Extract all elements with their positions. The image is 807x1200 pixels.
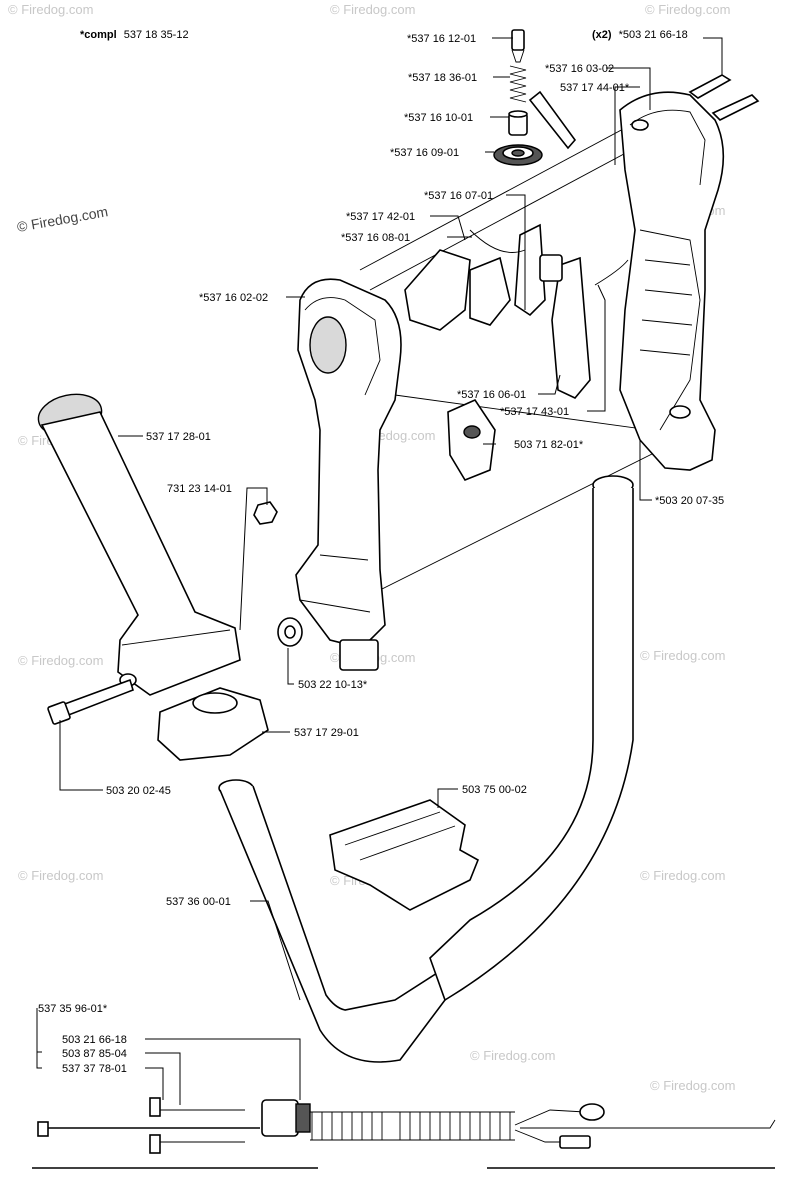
label-537-16-06-01: *537 16 06-01	[457, 389, 526, 401]
label-537-16-02-02: *537 16 02-02	[199, 292, 268, 304]
label-537-16-12-01: *537 16 12-01	[407, 33, 476, 45]
label-537-17-44-01: 537 17 44-01*	[560, 82, 630, 94]
watermark: © Firedog.com	[640, 868, 725, 883]
label-537-18-36-01: *537 18 36-01	[408, 72, 477, 84]
label-537-16-03-02: *537 16 03-02	[545, 63, 614, 75]
label-537-16-10-01: *537 16 10-01	[404, 112, 473, 124]
label-537-35-96-01: 537 35 96-01*	[38, 1003, 108, 1015]
watermark: © Firedog.com	[8, 2, 93, 17]
spring-pin-part	[493, 29, 543, 166]
compl-number: 537 18 35-12	[124, 29, 189, 41]
label-537-16-08-01: *537 16 08-01	[341, 232, 410, 244]
watermark-dark: © Firedog.com	[16, 203, 109, 235]
label-503-87-85-04: 503 87 85-04	[62, 1048, 127, 1060]
right-handle-half	[619, 91, 725, 471]
watermark: © Firedog.com	[18, 868, 103, 883]
stop-switch-part	[447, 398, 496, 481]
watermark: © Firedog.com	[640, 648, 725, 663]
cable-holder-part	[329, 799, 480, 911]
throttle-cable-part	[37, 1097, 776, 1154]
compl-kit-label: *compl 537 18 35-12	[80, 29, 189, 41]
collar-nut-part	[277, 617, 303, 647]
nut-part	[253, 501, 278, 525]
label-503-21-66-18: 503 21 66-18	[62, 1034, 127, 1046]
label-503-75-00-02: 503 75 00-02	[462, 784, 527, 796]
watermark: © Firedog.com	[650, 1078, 735, 1093]
label-537-17-28-01: 537 17 28-01	[146, 431, 211, 443]
label-503-71-82-01: 503 71 82-01*	[514, 439, 584, 451]
bolt-part	[47, 678, 134, 725]
x2-label: (x2) *503 21 66-18	[592, 29, 688, 41]
label-503-20-07-35: *503 20 07-35	[655, 495, 724, 507]
label-537-17-43-01: *537 17 43-01	[500, 406, 569, 418]
throttle-trigger-parts	[404, 223, 629, 399]
label-503-22-10-13: 503 22 10-13*	[298, 679, 368, 691]
label-537-16-09-01: *537 16 09-01	[390, 147, 459, 159]
label-537-36-00-01: 537 36 00-01	[166, 896, 231, 908]
part-labels: *537 16 12-01 *537 16 03-02 *537 18 36-0…	[38, 33, 724, 1075]
clamp-part	[157, 687, 269, 761]
label-537-17-42-01: *537 17 42-01	[346, 211, 415, 223]
label-731-23-14-01: 731 23 14-01	[167, 483, 232, 495]
watermark: © Firedog.com	[645, 2, 730, 17]
front-grip-part	[37, 393, 241, 696]
x2-prefix: (x2)	[592, 29, 612, 41]
leader-lines	[36, 37, 723, 1105]
watermark: © Firedog.com	[470, 1048, 555, 1063]
label-537-16-07-01: *537 16 07-01	[424, 190, 493, 202]
watermark: © Firedog.com	[330, 2, 415, 17]
label-537-37-78-01: 537 37 78-01	[62, 1063, 127, 1075]
label-503-20-02-45: 503 20 02-45	[106, 785, 171, 797]
label-537-17-29-01: 537 17 29-01	[294, 727, 359, 739]
parts-drawing	[32, 29, 776, 1169]
lever-clip-part	[528, 90, 577, 150]
screws-x2	[688, 74, 760, 121]
compl-prefix: *compl	[80, 29, 117, 41]
watermark: © Firedog.com	[18, 653, 103, 668]
left-handle-half	[295, 278, 402, 671]
x2-number: *503 21 66-18	[619, 29, 688, 41]
handle-bar-tube	[218, 475, 634, 1063]
